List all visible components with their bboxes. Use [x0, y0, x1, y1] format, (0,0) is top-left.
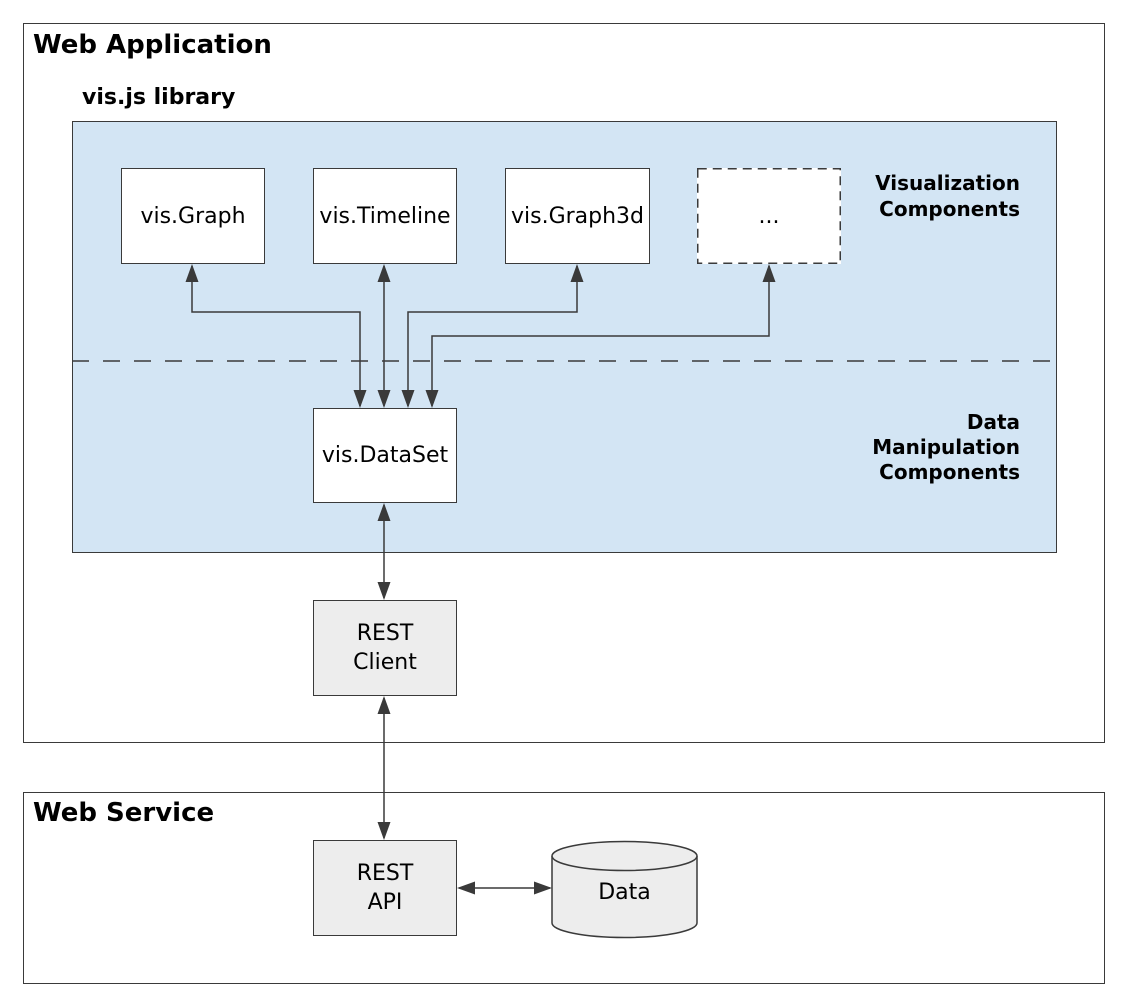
- visualization-components-label: Visualization Components: [875, 171, 1020, 221]
- web-service-title: Web Service: [33, 798, 215, 828]
- component-box-vis-graph: vis.Graph: [121, 168, 265, 264]
- component-label: ...: [758, 203, 780, 229]
- component-box-vis-graph3d: vis.Graph3d: [505, 168, 650, 264]
- web-application-box: [23, 23, 1105, 743]
- component-box-vis-timeline: vis.Timeline: [313, 168, 457, 264]
- dataset-box: vis.DataSet: [313, 408, 457, 503]
- visjs-library-title: vis.js library: [82, 85, 236, 110]
- component-label: vis.Timeline: [319, 203, 451, 229]
- rest-api-box: REST API: [313, 840, 457, 936]
- component-box-more: ...: [697, 168, 841, 264]
- rest-client-box: REST Client: [313, 600, 457, 696]
- component-label: vis.Graph: [140, 203, 246, 229]
- component-label: vis.Graph3d: [510, 203, 645, 229]
- web-service-box: [23, 792, 1105, 984]
- data-manipulation-components-label: Data Manipulation Components: [872, 410, 1020, 484]
- data-store-label: Data: [598, 880, 651, 905]
- dataset-label: vis.DataSet: [321, 443, 449, 468]
- web-application-title: Web Application: [33, 30, 272, 60]
